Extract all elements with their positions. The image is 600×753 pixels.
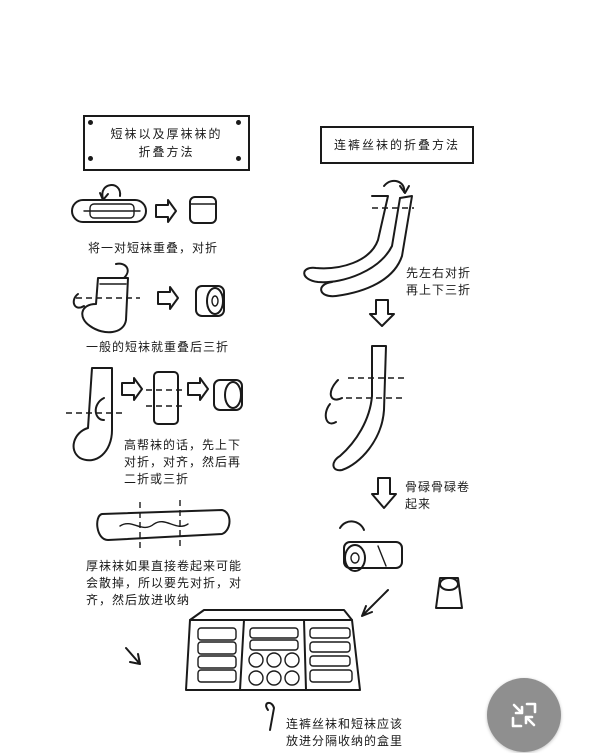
left-step2-caption: 一般的短袜就重叠后三折 xyxy=(86,340,230,354)
step3-high-sock-drawing xyxy=(66,367,243,462)
left-title-line2: 折叠方法 xyxy=(138,145,195,159)
left-step3-caption: 高帮袜的话，先上下 对折，对齐，然后再 二折或三折 xyxy=(124,438,242,486)
step2-sock-drawing xyxy=(72,262,225,334)
right-title-plaque: 连裤丝袜的折叠方法 xyxy=(320,126,474,164)
exit-fullscreen-button[interactable] xyxy=(487,678,561,752)
pantyhose-rolling-drawing xyxy=(339,520,463,609)
right-step1-caption: 先左右对折 再上下三折 xyxy=(406,266,472,297)
rivet xyxy=(236,156,241,161)
right-title: 连裤丝袜的折叠方法 xyxy=(333,138,460,152)
left-title-line1: 短袜以及厚袜袜的 xyxy=(110,127,223,141)
final-caption: 连裤丝袜和短袜应该 放进分隔收纳的盒里 xyxy=(286,717,404,748)
left-title-plaque: 短袜以及厚袜袜的 折叠方法 xyxy=(83,115,250,171)
rivet xyxy=(88,156,93,161)
left-step4-caption: 厚袜袜如果直接卷起来可能 会散掉，所以要先对折，对 齐，然后放进收纳 xyxy=(86,559,243,607)
pantyhose-flat-drawing xyxy=(303,179,414,298)
left-step1-caption: 将一对短袜重叠，对折 xyxy=(88,241,219,255)
shrink-arrows-icon xyxy=(511,702,537,728)
step1-sock-pair-drawing xyxy=(71,184,217,224)
pantyhose-folded-drawing xyxy=(324,345,404,472)
right-step2-caption: 骨碌骨碌卷 起来 xyxy=(405,480,471,511)
rivet xyxy=(236,120,241,125)
storage-box-drawing xyxy=(185,609,361,691)
rivet xyxy=(88,120,93,125)
step4-thick-sock-drawing xyxy=(96,500,231,548)
